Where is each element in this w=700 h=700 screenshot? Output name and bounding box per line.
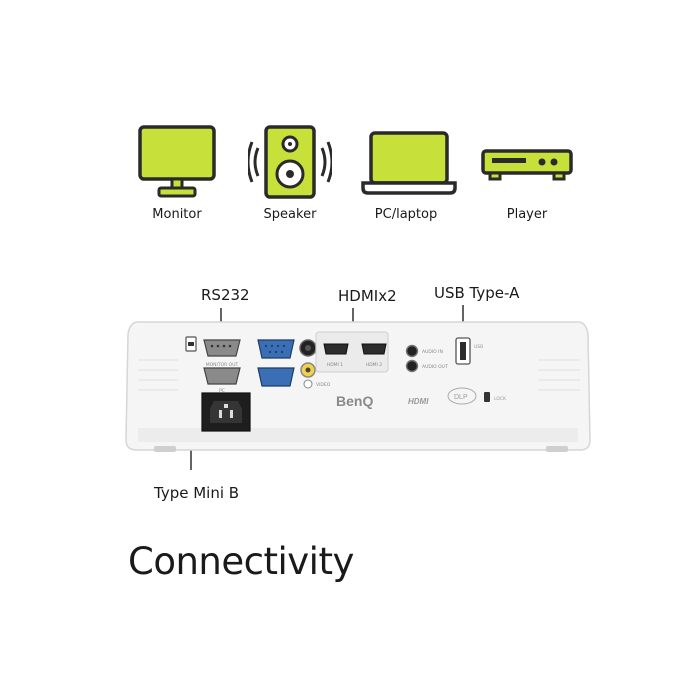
monitor-icon [137, 124, 217, 200]
mini-b-callout: Type Mini B [154, 484, 240, 502]
projector-rear-panel: MONITOR OUT PC VIDEO HDMI 1 HDMI 2 AUDIO… [118, 300, 598, 478]
speaker-label: Speaker [263, 207, 317, 222]
laptop-label: PC/laptop [374, 207, 438, 222]
benq-logo: BenQ [336, 393, 373, 409]
speaker-icon [248, 124, 332, 200]
lock-label: LOCK [494, 396, 507, 402]
player-icon [480, 148, 574, 184]
audio-out-jack-label: AUDIO OUT [422, 364, 448, 370]
usb-jack-label: USB [474, 344, 483, 350]
hdmi1-jack-label: HDMI 1 [327, 362, 343, 368]
dlp-logo: DLP [454, 394, 468, 401]
player-label: Player [506, 207, 548, 222]
hdmi2-jack-label: HDMI 2 [366, 362, 382, 368]
video-jack-label: VIDEO [316, 382, 331, 388]
page-title: Connectivity [128, 540, 354, 583]
audio-in-jack-label: AUDIO IN [422, 349, 443, 355]
pc-jack-label: PC [219, 388, 225, 394]
monitor-label: Monitor [152, 207, 202, 222]
laptop-icon [361, 130, 457, 196]
rs232-callout: RS232 [201, 286, 250, 304]
usb-callout: USB Type-A [434, 284, 520, 302]
hdmi-logo: HDMI [408, 397, 429, 406]
monitor-out-jack-label: MONITOR OUT [206, 362, 239, 368]
hdmi-callout: HDMIx2 [338, 287, 397, 305]
